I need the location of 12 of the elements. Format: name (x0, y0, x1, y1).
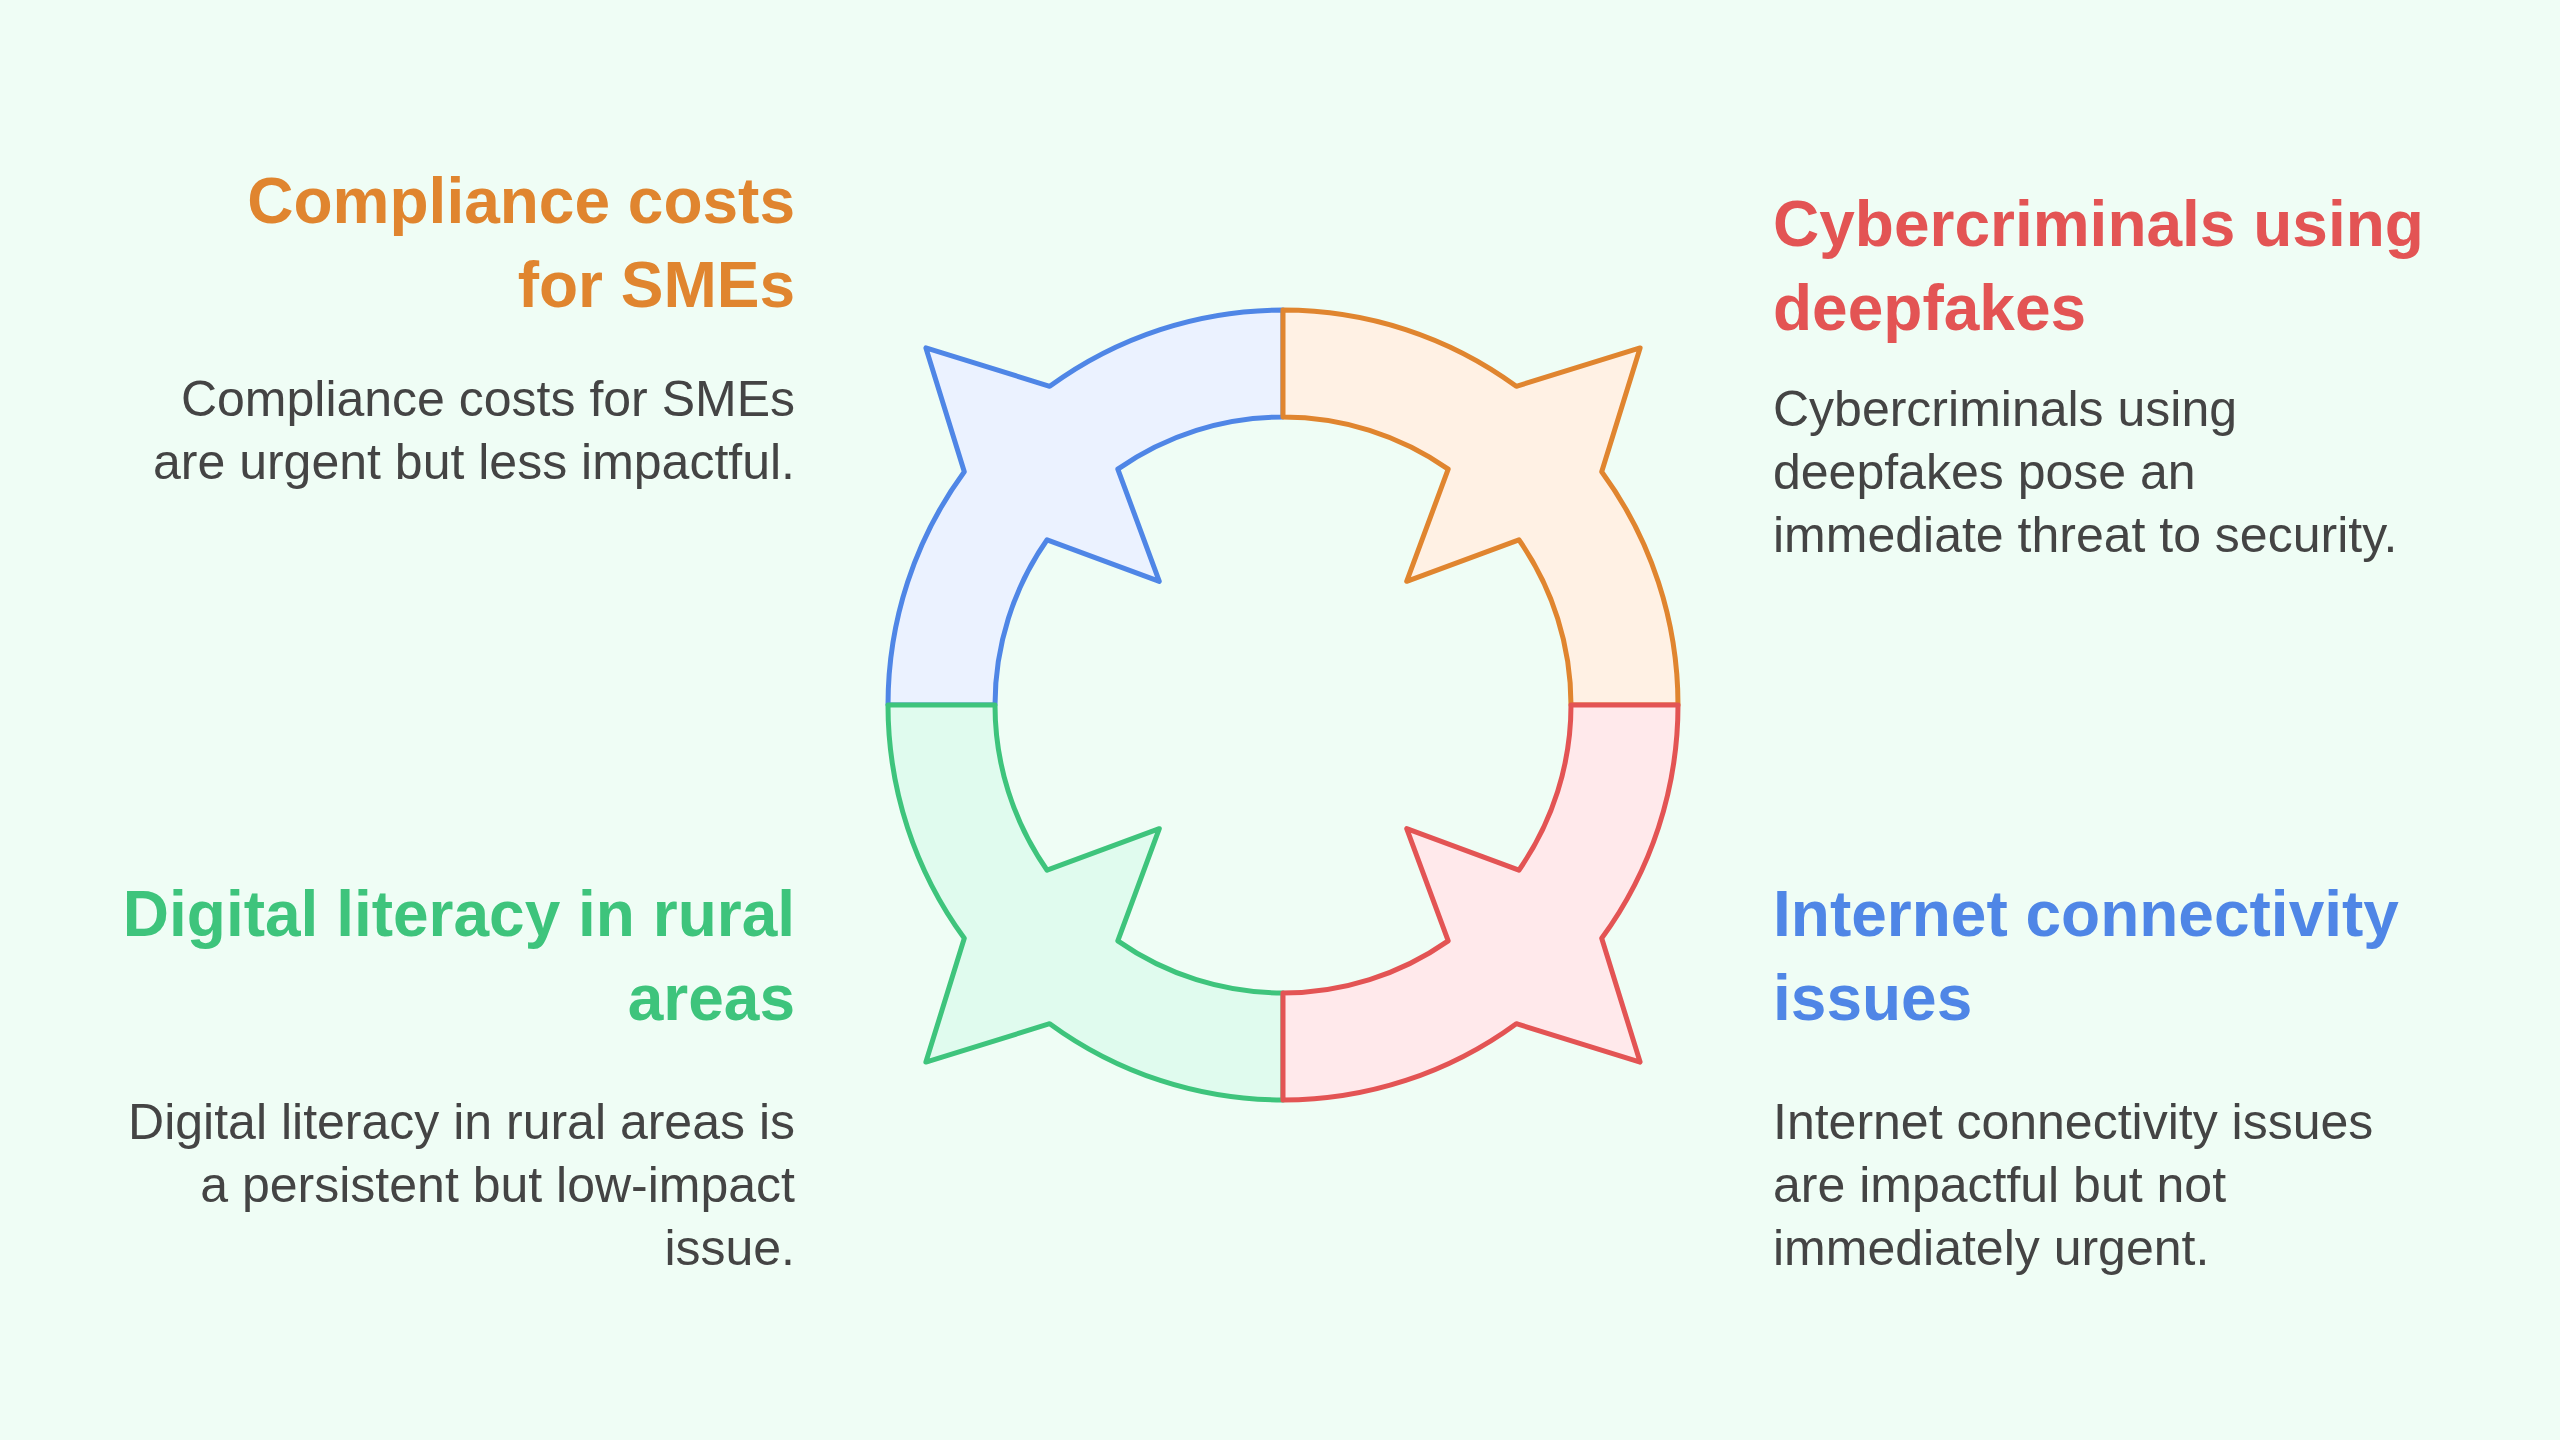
ring-segment (1280, 307, 1681, 708)
ring-segment (1280, 702, 1681, 1103)
section-heading: Compliance costs for SMEs (246, 164, 795, 323)
section-heading: Digital literacy in rural areas (121, 877, 795, 1036)
section-heading: Internet connectivity issues (1773, 877, 2400, 1036)
ring-segment (885, 702, 1286, 1103)
description-text: Compliance costs for SMEs are urgent but less impactful. (152, 370, 795, 492)
section-heading: Cybercriminals using deepfakes (1773, 187, 2425, 346)
description-text: Cybercriminals using deepfakes pose an immediate threat to security. (1773, 380, 2399, 565)
description-text: Digital literacy in rural areas is a persistent but low-impact issue. (127, 1093, 795, 1278)
ring-segment (885, 307, 1286, 708)
description-text: Internet connectivity issues are impactful but not immediately urgent. (1773, 1093, 2375, 1278)
